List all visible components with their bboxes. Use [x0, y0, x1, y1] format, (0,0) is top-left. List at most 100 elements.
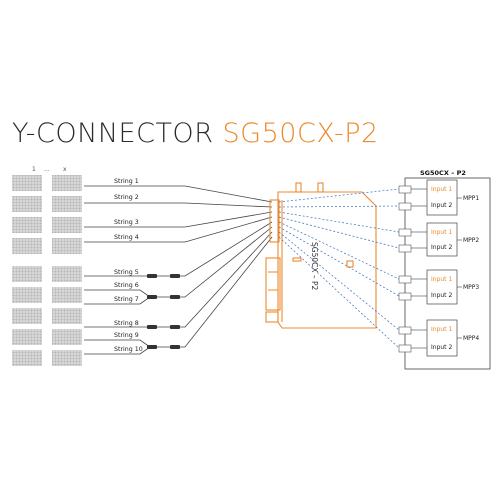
string-label: String 9: [114, 332, 139, 339]
string-label: String 3: [114, 219, 139, 226]
mppt-1-label: MPP1: [463, 195, 479, 202]
inverter-dc-terminal-block: [269, 199, 280, 243]
inline-connector: [147, 274, 157, 278]
dashed-line: [278, 226, 400, 297]
title-model: SG50CX-P2: [222, 118, 379, 149]
solar-panel: [12, 175, 42, 191]
solar-panel: [52, 287, 82, 303]
inverter-drawing: [265, 182, 377, 329]
solar-panel: [12, 196, 42, 212]
panel-index-first: 1: [32, 166, 36, 173]
mppt-4-label: MPP4: [463, 335, 479, 342]
cable-string-10: [84, 346, 151, 355]
inverter-foot: [265, 311, 279, 323]
solar-panel: [12, 308, 42, 324]
y-connector: [147, 345, 157, 349]
string-label: String 2: [114, 194, 139, 201]
string-label: String 1: [114, 178, 139, 185]
mppt-4-input-2-connector: [398, 344, 412, 353]
inverter-housing-detail: [268, 271, 278, 291]
y-connector: [147, 295, 157, 299]
cable-trunk-3: [140, 231, 273, 328]
mppt-3-input-1-label: Input 1: [431, 276, 452, 283]
inverter-model-label: SG50CX – P2: [310, 242, 319, 291]
solar-panel: [12, 287, 42, 303]
solar-panel: [52, 308, 82, 324]
inline-connector: [170, 325, 180, 329]
mppt-2-input-2-label: Input 2: [431, 244, 452, 251]
dashed-line: [278, 231, 400, 331]
dashed-line: [278, 211, 400, 233]
string-label: String 5: [114, 269, 139, 276]
string-label: String 8: [114, 320, 139, 327]
mppt-4-input-1-connector: [398, 326, 412, 335]
dashed-line: [278, 236, 400, 349]
solar-panel: [52, 266, 82, 282]
solar-panel: [52, 329, 82, 345]
panel-index-last: x: [63, 166, 67, 173]
string-label: String 6: [114, 282, 139, 289]
mppt-4-input-1-label: Input 1: [431, 326, 452, 333]
inline-connector: [170, 274, 180, 278]
mppt-3-input-1-connector: [398, 275, 412, 284]
inverter-side-housing: [265, 257, 281, 311]
inverter-mount-tab: [295, 182, 302, 193]
mppt-3-input-2-label: Input 2: [431, 292, 452, 299]
cable-string-2: [84, 202, 273, 208]
mppt-1-input-1-label: Input 1: [431, 186, 452, 193]
mppt-1-input-1-connector: [398, 185, 412, 194]
cable-trunk-1: [140, 221, 273, 277]
y-connectors: [147, 274, 180, 349]
cable-string-6: [84, 289, 151, 298]
solar-panel: [52, 350, 82, 366]
solar-panel: [52, 238, 82, 254]
mppt-2-label: MPP2: [463, 237, 479, 244]
mppt-3-box: [426, 269, 458, 305]
dashed-connections: [278, 188, 400, 349]
cable-string-7: [84, 296, 151, 305]
inverter-slot: [292, 257, 302, 262]
solar-panel: [52, 175, 82, 191]
dashed-line: [278, 216, 400, 249]
solar-panel: [52, 196, 82, 212]
y-connector: [170, 345, 180, 349]
panel-index-dots: ...: [44, 166, 50, 173]
mppt-3-input-2-connector: [398, 292, 412, 301]
mppt-4: Input 1 Input 2 MPP4: [398, 319, 479, 357]
cable-string-3: [84, 211, 273, 228]
solar-panel: [12, 350, 42, 366]
schematic-title: SG50CX – P2: [420, 169, 466, 177]
string-label: String 4: [114, 234, 139, 241]
cable-string-9: [84, 339, 151, 348]
solar-panel: [12, 238, 42, 254]
string-label: String 7: [114, 296, 139, 303]
cable-string-1: [84, 185, 273, 203]
cable-trunk-4: [150, 236, 273, 348]
inverter-mount-tab: [317, 182, 324, 193]
solar-panel: [52, 217, 82, 233]
cable-trunk-2: [150, 226, 273, 298]
mppt-4-input-2-label: Input 2: [431, 344, 452, 351]
mppt-2-input-1-connector: [398, 228, 412, 237]
string-label: String 10: [114, 346, 143, 353]
solar-panel: [12, 217, 42, 233]
inverter-status-led: [346, 260, 354, 268]
panel-column-first: [12, 175, 42, 366]
dashed-line: [278, 221, 400, 280]
mppt-1-input-2-label: Input 2: [431, 202, 452, 209]
mppt-2: Input 1 Input 2 MPP2: [398, 222, 479, 257]
mppt-2-box: [426, 222, 458, 257]
mppt-2-input-1-label: Input 1: [431, 229, 452, 236]
mppt-1-input-2-connector: [398, 202, 412, 211]
mppt-3-label: MPP3: [463, 284, 479, 291]
cable-string-4: [84, 216, 273, 243]
schematic-box: [404, 177, 491, 370]
mppt-1: Input 1 Input 2 MPP1: [398, 179, 479, 216]
mppt-2-input-2-connector: [398, 244, 412, 253]
dashed-line: [278, 188, 400, 203]
diagram-title: Y-CONNECTOR SG50CX-P2: [12, 118, 492, 149]
panel-column-last: [52, 175, 82, 366]
dashed-line: [278, 205, 400, 208]
mppt-3: Input 1 Input 2 MPP3: [398, 269, 479, 305]
